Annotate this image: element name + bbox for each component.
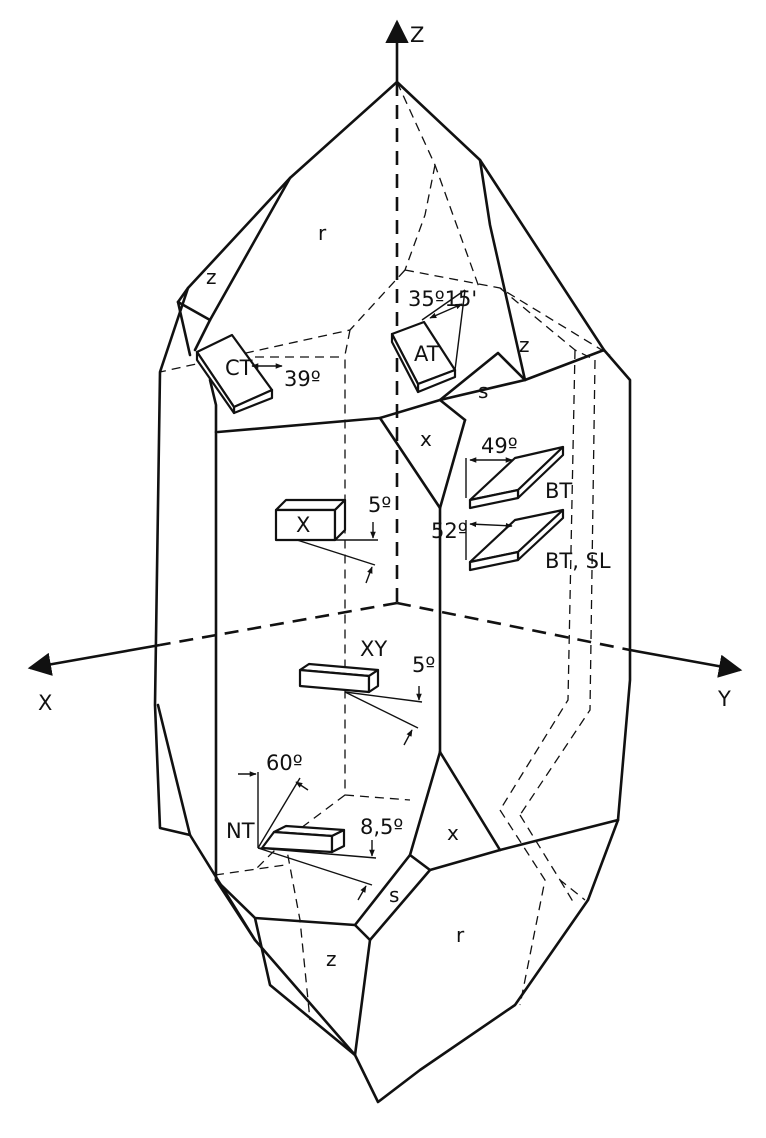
x-cut-angle: 5º <box>368 493 391 517</box>
face-labels: r z z s x x s r z <box>206 221 530 971</box>
x-cut: X 5º <box>274 493 391 584</box>
nt-cut: NT 60º 8,5º <box>226 751 403 901</box>
z-axis-label: Z <box>410 23 424 47</box>
x-axis-label: X <box>38 691 52 715</box>
face-label: x <box>420 427 432 451</box>
face-label: r <box>318 221 327 245</box>
nt-angle-side: 8,5º <box>360 815 403 839</box>
coordinate-axes <box>27 19 743 678</box>
face-label: z <box>206 265 217 289</box>
at-angle: 35º15' <box>408 287 477 311</box>
ct-angle: 39º <box>284 367 321 391</box>
bt-sl-angle: 52º <box>431 519 468 543</box>
nt-label: NT <box>226 819 255 843</box>
xy-cut-label: XY <box>360 637 387 661</box>
bt-angle: 49º <box>481 434 518 458</box>
y-axis-hidden <box>396 601 631 652</box>
xy-cut-angle: 5º <box>412 653 435 677</box>
axis-labels: Z X Y <box>38 23 731 715</box>
ct-cut: CT 39º <box>195 333 321 415</box>
bt-label: BT <box>545 479 572 503</box>
xy-cut: XY 5º <box>298 637 435 746</box>
at-cut: AT 35º15' <box>390 287 477 394</box>
ct-label: CT <box>225 356 253 380</box>
crystal-edges <box>153 80 632 1104</box>
bt-sl-cut: 52º BT, SL <box>431 508 611 573</box>
face-label: z <box>326 947 337 971</box>
bt-sl-label: BT, SL <box>545 549 611 573</box>
x-cut-label: X <box>296 513 310 537</box>
face-label: r <box>456 923 465 947</box>
face-label: x <box>447 821 459 845</box>
at-label: AT <box>414 342 440 366</box>
face-label: z <box>519 333 530 357</box>
x-axis-hidden <box>159 601 398 647</box>
hidden-edges <box>159 81 611 1021</box>
face-label: s <box>478 379 488 403</box>
nt-angle-top: 60º <box>266 751 303 775</box>
y-axis-label: Y <box>717 687 731 711</box>
bt-cut: 49º BT <box>465 434 572 510</box>
x-axis-solid <box>27 643 161 676</box>
face-label: s <box>389 883 399 907</box>
y-axis-solid <box>629 648 743 678</box>
